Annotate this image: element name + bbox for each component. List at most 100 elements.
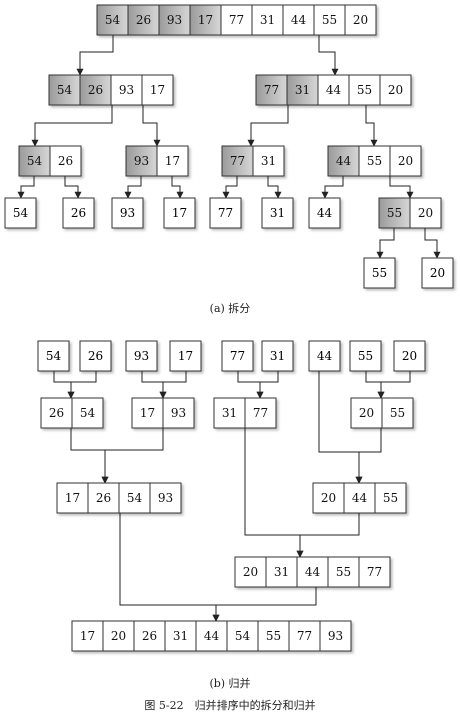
- cell-value: 26: [58, 154, 73, 168]
- cell-value: 26: [88, 349, 103, 363]
- split-pair-93-17: [125, 145, 189, 177]
- cell-value: 93: [134, 154, 149, 168]
- cell-value: 93: [158, 491, 173, 505]
- cell-value: 77: [253, 406, 268, 420]
- cell: [252, 145, 285, 177]
- cell-value: 20: [418, 206, 433, 220]
- cell: [156, 145, 189, 177]
- cell: [244, 397, 277, 429]
- cell-value: 54: [27, 154, 43, 168]
- cell-value: 77: [218, 206, 233, 220]
- arrow-merge-55: [365, 371, 385, 399]
- split-pair-54-26: [18, 145, 82, 177]
- cell: [87, 482, 120, 514]
- cell-value: 55: [322, 13, 337, 27]
- arrow-to-54: [17, 176, 35, 199]
- arrow-merge-pair-c: [244, 428, 304, 558]
- split-left-half: [48, 74, 174, 106]
- arrow-to-17: [171, 176, 184, 199]
- cell-value: 54: [46, 349, 62, 363]
- cell: [118, 482, 151, 514]
- cell-value: 55: [336, 565, 351, 579]
- merge-single-77: [221, 340, 254, 372]
- cell-value: 54: [105, 13, 121, 27]
- cell-value: 31: [270, 349, 285, 363]
- cell-value: 93: [134, 349, 149, 363]
- cell: [18, 145, 51, 177]
- cell-value: 17: [80, 629, 95, 643]
- merge-pair-17-93: [131, 397, 195, 429]
- cell-value: 26: [71, 206, 86, 220]
- cell-value: 77: [230, 349, 245, 363]
- cell-value: 54: [57, 83, 73, 97]
- cell: [319, 620, 352, 652]
- arrow-merge-17: [159, 371, 187, 399]
- cell-value: 55: [372, 266, 387, 280]
- cell-value: 55: [390, 406, 405, 420]
- split-single-44: [308, 197, 341, 229]
- cell-value: 26: [49, 406, 64, 420]
- cell-value: 93: [171, 406, 186, 420]
- cell-value: 44: [352, 491, 368, 505]
- cell-value: 20: [402, 349, 417, 363]
- cell-value: 93: [328, 629, 343, 643]
- arrow-merge-54: [53, 371, 75, 399]
- arrow-merge-93: [141, 371, 167, 399]
- cell-value: 54: [13, 206, 29, 220]
- split-single-54: [4, 197, 37, 229]
- split-single-93: [111, 197, 144, 229]
- arrow-split-a: [31, 105, 113, 147]
- cell-value: 26: [96, 491, 111, 505]
- split-single-17: [163, 197, 196, 229]
- cell: [56, 482, 89, 514]
- cell: [162, 397, 195, 429]
- split-single-31: [261, 197, 294, 229]
- arrow-merge-26: [67, 371, 97, 399]
- arrow-to-93: [124, 176, 142, 199]
- arrow-split-b: [142, 105, 161, 147]
- arrow-to-31: [267, 176, 282, 199]
- arrow-merge-20: [377, 371, 411, 399]
- cell: [409, 197, 442, 229]
- merge-single-17: [169, 340, 202, 372]
- cell-value: 20: [111, 629, 126, 643]
- cell-value: 20: [430, 266, 445, 280]
- cell-value: 77: [297, 629, 312, 643]
- cell: [374, 482, 407, 514]
- arrow-merge-three: [296, 513, 360, 558]
- cell: [379, 74, 412, 106]
- cell: [49, 145, 82, 177]
- arrow-merge-four: [119, 513, 220, 622]
- cell: [141, 74, 174, 106]
- cell-value: 20: [243, 565, 258, 579]
- arrow-to-20: [424, 228, 441, 259]
- cell-value: 44: [291, 13, 307, 27]
- cell: [102, 620, 135, 652]
- cell: [226, 620, 259, 652]
- figure-caption: 图 5-22 归并排序中的拆分和归并: [144, 699, 316, 712]
- cell-value: 20: [321, 491, 336, 505]
- merge-pair-20-55: [350, 397, 414, 429]
- arrow-to-26: [64, 176, 82, 199]
- merge-single-54: [37, 340, 70, 372]
- cell: [381, 397, 414, 429]
- cell: [71, 397, 104, 429]
- cell-value: 17: [150, 83, 165, 97]
- arrow-merge-five: [212, 587, 317, 622]
- arrow-merge-77: [237, 371, 264, 399]
- cell: [158, 4, 191, 36]
- cell: [327, 556, 360, 588]
- cell-value: 20: [398, 154, 413, 168]
- cell-value: 93: [119, 83, 134, 97]
- arrow-split-d: [365, 105, 378, 147]
- cell: [48, 74, 81, 106]
- merge-single-26: [79, 340, 112, 372]
- arrow-to-44: [321, 176, 344, 199]
- cell: [149, 482, 182, 514]
- cell-value: 77: [264, 83, 279, 97]
- arrow-to-55: [376, 228, 395, 259]
- cell-value: 44: [326, 83, 342, 97]
- merge-three-sorted: [312, 482, 407, 514]
- cell: [312, 482, 345, 514]
